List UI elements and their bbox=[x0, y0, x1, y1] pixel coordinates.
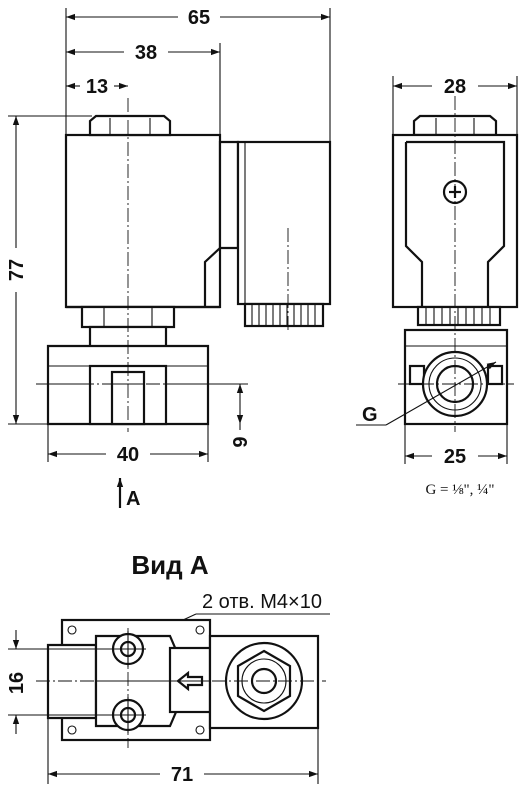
thread-note: G = ⅛", ¼" bbox=[425, 482, 494, 498]
thread-label: G bbox=[362, 404, 378, 426]
dim-71-label: 71 bbox=[171, 764, 193, 786]
dim-40-label: 40 bbox=[117, 444, 139, 466]
dim-77-label: 77 bbox=[6, 259, 28, 281]
dimension-13: 13 bbox=[66, 76, 128, 98]
side-plug bbox=[416, 305, 502, 327]
view-arrow-label: A bbox=[126, 488, 140, 510]
dim-38-label: 38 bbox=[135, 42, 157, 64]
dimension-38: 38 bbox=[66, 42, 221, 135]
dim-16-label: 16 bbox=[6, 672, 28, 694]
top-nut bbox=[88, 114, 172, 137]
dimension-40: 40 bbox=[47, 424, 209, 466]
dimension-16: 16 bbox=[6, 630, 110, 734]
holes-note: 2 отв. М4×10 bbox=[202, 591, 322, 613]
dimension-25: 25 bbox=[404, 424, 508, 468]
dimension-65: 65 bbox=[65, 7, 331, 142]
dim-65-label: 65 bbox=[188, 7, 210, 29]
side-view: 28 25 G G = ⅛", ¼" bbox=[356, 76, 519, 498]
coil-body bbox=[64, 133, 222, 309]
view-a: Вид А 2 отв. М4×10 bbox=[6, 550, 330, 786]
view-a-title: Вид А bbox=[131, 550, 208, 580]
dimension-9: 9 bbox=[208, 383, 252, 448]
dim-9-label: 9 bbox=[230, 436, 252, 447]
connector-plug bbox=[203, 140, 332, 328]
dimension-71: 71 bbox=[47, 718, 319, 786]
dim-13-label: 13 bbox=[86, 76, 108, 98]
thread-leader: G bbox=[356, 361, 497, 426]
dimension-77: 77 bbox=[6, 115, 92, 425]
dim-25-label: 25 bbox=[444, 446, 466, 468]
dim-28-label: 28 bbox=[444, 76, 466, 98]
dimension-28: 28 bbox=[392, 76, 518, 135]
view-arrow-a: A bbox=[116, 478, 140, 510]
coil-bottom bbox=[208, 634, 320, 730]
front-view: 65 38 13 77 40 bbox=[6, 7, 332, 510]
side-body bbox=[403, 328, 509, 426]
